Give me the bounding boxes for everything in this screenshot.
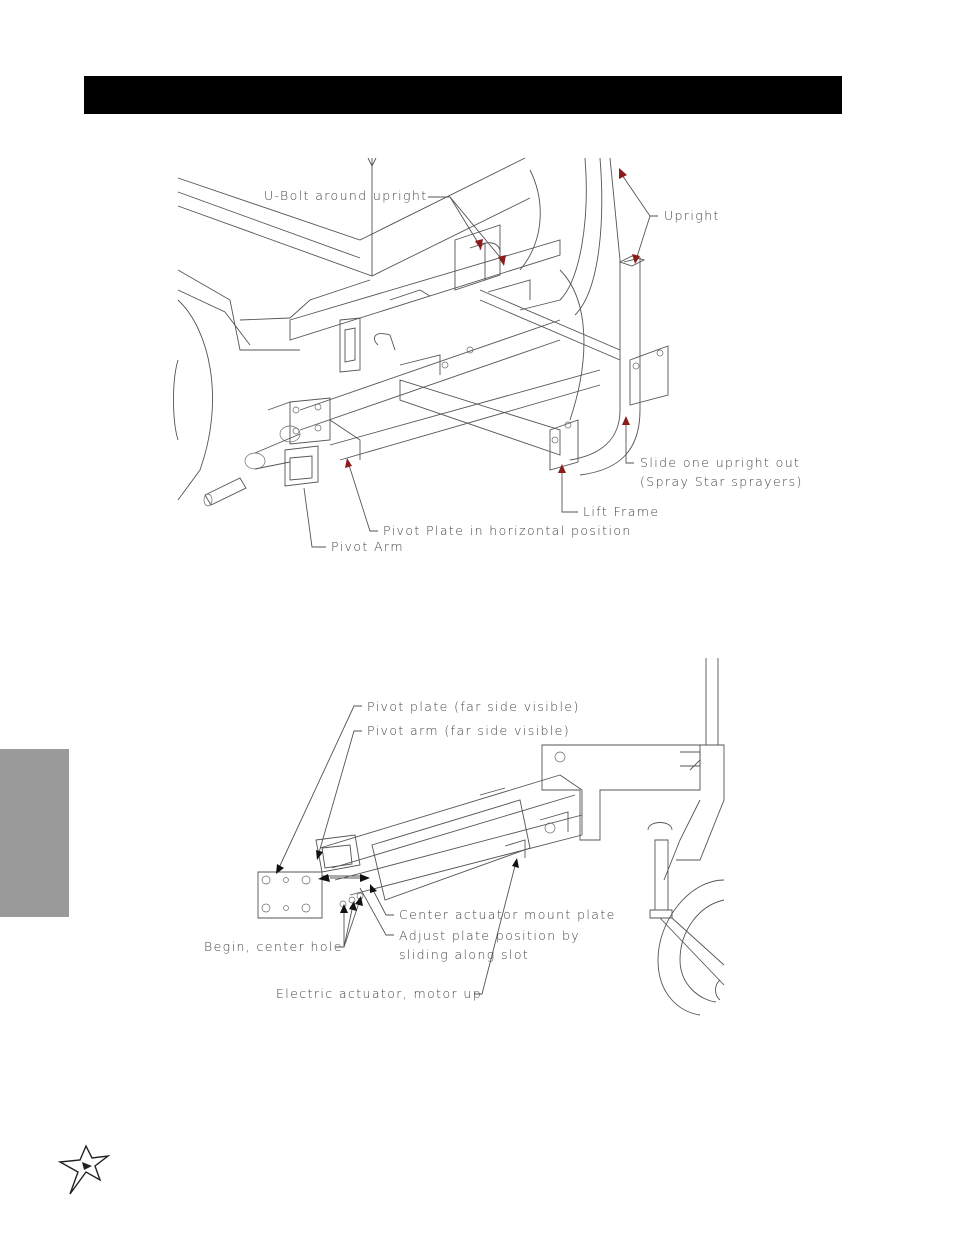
- label-slide-line2: (Spray Star sprayers): [640, 474, 803, 489]
- label-pivot-plate: Pivot Plate in horizontal position: [383, 523, 632, 538]
- label-center-plate: Center actuator mount plate: [399, 907, 616, 922]
- label-ubolt: U-Bolt around upright: [264, 188, 428, 203]
- label-begin-center: Begin, center hole: [204, 939, 343, 954]
- label-lift-frame: Lift Frame: [583, 504, 659, 519]
- figure1-leaders: [303, 168, 658, 548]
- figure2-drawing: [257, 658, 725, 1016]
- star-logo-icon: [57, 1144, 111, 1195]
- label-pivot-arm-far: Pivot arm (far side visible): [367, 723, 570, 738]
- label-upright: Upright: [664, 208, 720, 223]
- label-adjust-line2: sliding along slot: [399, 947, 529, 962]
- figure2-leaders: [276, 705, 519, 995]
- label-pivot-plate-far: Pivot plate (far side visible): [367, 699, 580, 714]
- label-electric-actuator: Electric actuator, motor up: [276, 986, 482, 1001]
- section-header-bar: [84, 76, 842, 114]
- label-pivot-arm: Pivot Arm: [331, 539, 404, 554]
- figure1-drawing: [173, 157, 669, 507]
- label-adjust-line1: Adjust plate position by: [399, 928, 580, 943]
- label-slide-line1: Slide one upright out: [640, 455, 800, 470]
- side-tab: [0, 749, 69, 917]
